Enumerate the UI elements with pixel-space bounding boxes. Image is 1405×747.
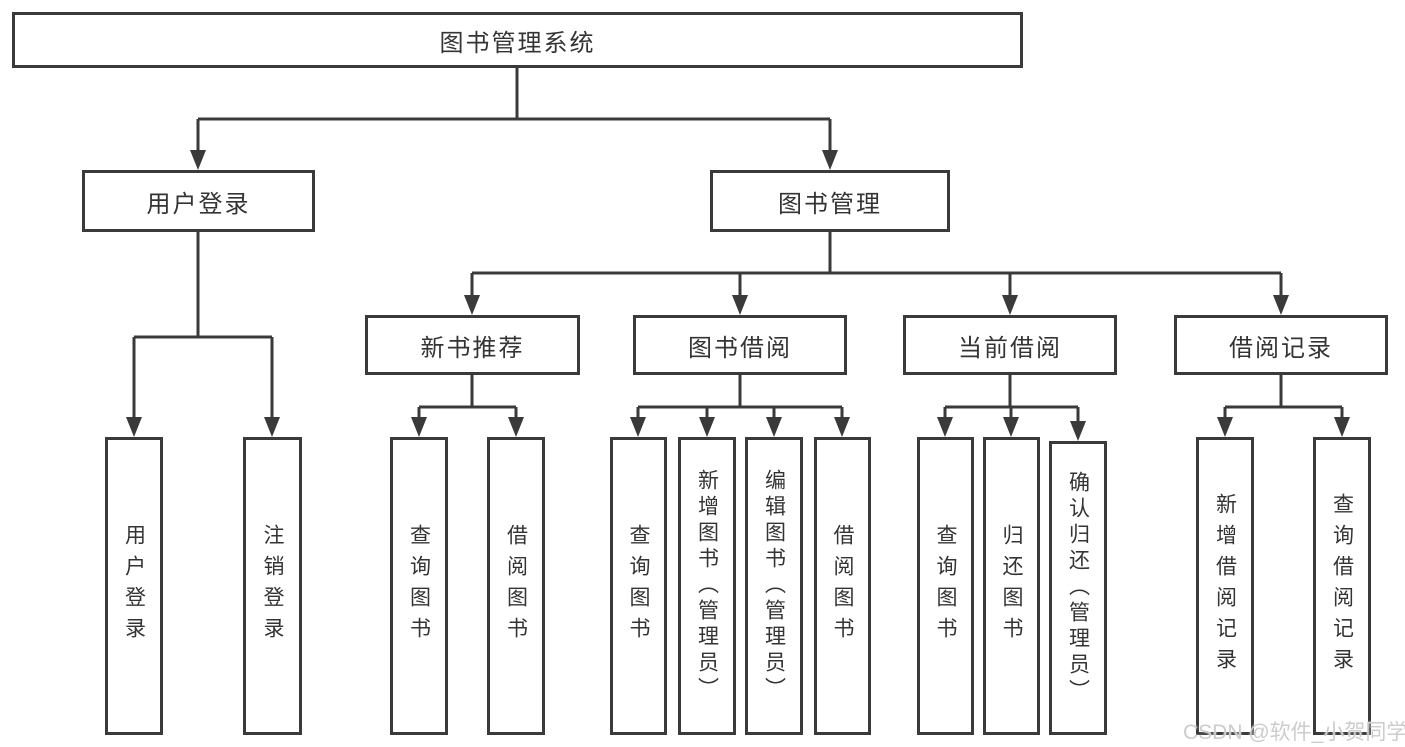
leaf-user-login-label: 用户登录	[122, 524, 146, 648]
leaf-logout-label: 注销登录	[261, 524, 284, 648]
leaf-current-query-books-label: 查询图书	[934, 524, 957, 648]
node-borrow-records: 借阅记录	[1174, 315, 1388, 375]
node-user-login: 用户登录	[82, 170, 315, 232]
csdn-watermark: CSDN @软件_小贺同学	[1183, 721, 1405, 744]
connector-bookmgmt-to-level3	[464, 232, 1289, 315]
node-book-management-label: 图书管理	[778, 190, 882, 218]
leaf-borrow-borrow-books: 借阅图书	[814, 437, 871, 735]
leaf-newbook-borrow-books-label: 借阅图书	[504, 524, 528, 648]
leaf-borrow-query-books: 查询图书	[610, 437, 667, 735]
leaf-current-return-books-label: 归还图书	[1000, 524, 1023, 648]
leaf-user-login: 用户登录	[105, 437, 163, 735]
leaf-logout: 注销登录	[243, 437, 302, 735]
connector-bookborrow-to-leaves	[630, 375, 850, 437]
node-current-borrow-label: 当前借阅	[958, 334, 1062, 362]
node-root-label: 图书管理系统	[439, 29, 596, 57]
leaf-borrow-add-books-admin-label: 新增图书（管理员）	[695, 469, 719, 703]
connector-borrowrecords-to-leaves	[1217, 375, 1350, 437]
leaf-records-query-record: 查询借阅记录	[1313, 437, 1371, 735]
connector-currentborrow-to-leaves	[937, 375, 1086, 441]
node-book-borrow: 图书借阅	[633, 315, 847, 375]
leaf-records-add-record-label: 新增借阅记录	[1213, 493, 1237, 679]
leaf-newbook-query-books: 查询图书	[390, 437, 448, 735]
node-book-borrow-label: 图书借阅	[688, 334, 792, 362]
leaf-records-query-record-label: 查询借阅记录	[1330, 493, 1354, 679]
leaf-current-return-books: 归还图书	[983, 437, 1040, 735]
node-root: 图书管理系统	[12, 12, 1023, 68]
leaf-borrow-edit-books-admin: 编辑图书（管理员）	[745, 437, 803, 735]
node-user-login-label: 用户登录	[146, 190, 251, 218]
leaf-borrow-query-books-label: 查询图书	[627, 524, 650, 648]
connector-newbook-to-leaves	[411, 375, 524, 437]
leaf-current-query-books: 查询图书	[917, 437, 974, 735]
leaf-borrow-borrow-books-label: 借阅图书	[831, 524, 854, 648]
node-borrow-records-label: 借阅记录	[1229, 334, 1333, 362]
leaf-newbook-borrow-books: 借阅图书	[487, 437, 545, 735]
node-book-management: 图书管理	[710, 170, 950, 232]
connector-root-to-level2	[190, 68, 838, 170]
node-new-book-recommend-label: 新书推荐	[420, 334, 525, 362]
leaf-borrow-add-books-admin: 新增图书（管理员）	[678, 437, 736, 735]
leaf-current-confirm-return-admin-label: 确认归还（管理员）	[1066, 471, 1090, 705]
node-current-borrow: 当前借阅	[903, 315, 1117, 375]
connector-userlogin-to-leaves	[126, 232, 280, 437]
leaf-current-confirm-return-admin: 确认归还（管理员）	[1049, 441, 1107, 735]
leaf-newbook-query-books-label: 查询图书	[407, 524, 431, 648]
node-new-book-recommend: 新书推荐	[365, 315, 580, 375]
leaf-records-add-record: 新增借阅记录	[1196, 437, 1254, 735]
leaf-borrow-edit-books-admin-label: 编辑图书（管理员）	[762, 469, 786, 703]
